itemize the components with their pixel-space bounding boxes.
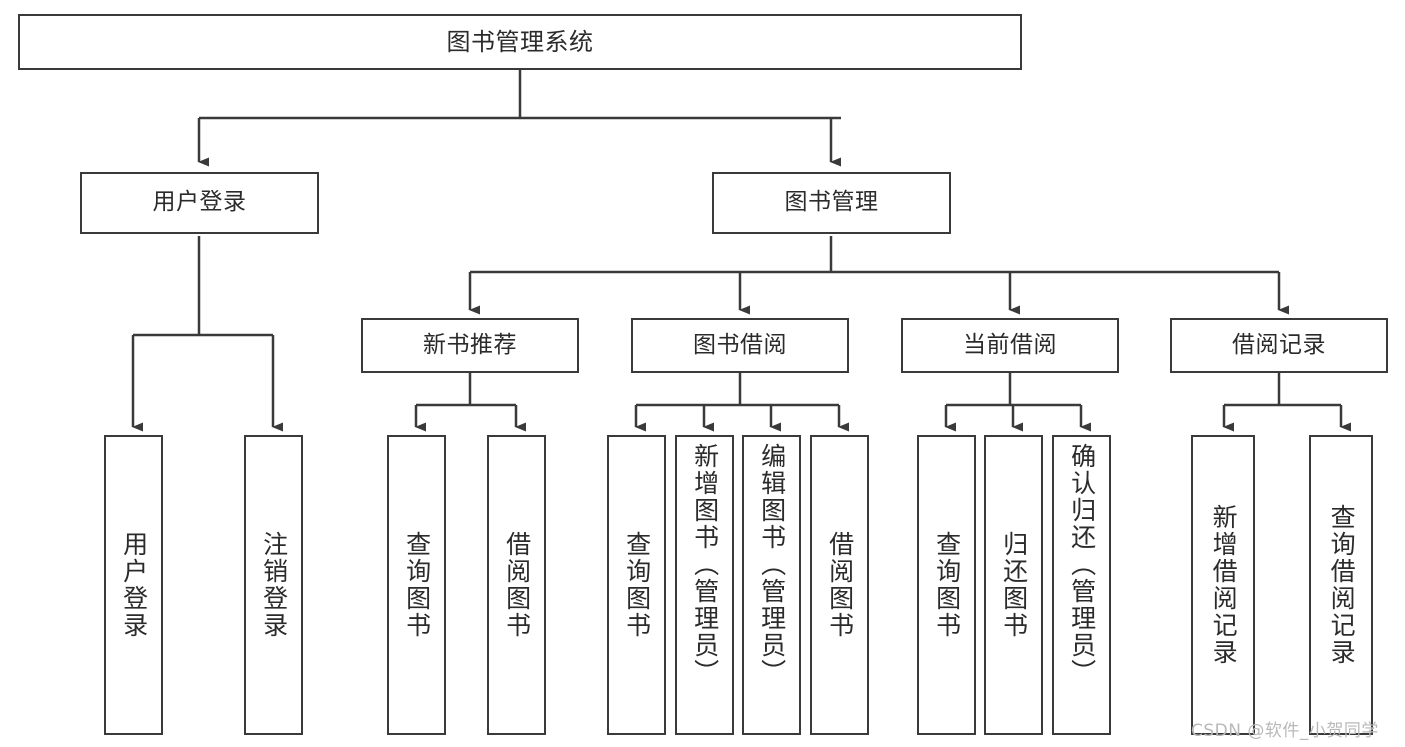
- leaf-return-book[interactable]: 归还图书: [984, 435, 1043, 735]
- leaf-edit-book-admin[interactable]: 编辑图书（管理员）: [742, 435, 801, 735]
- leaf-add-book-admin-label: 新增图书（管理员）: [690, 443, 720, 686]
- node-root-label: 图书管理系统: [446, 27, 594, 56]
- node-new-book-recommend[interactable]: 新书推荐: [361, 318, 579, 373]
- node-user-login-label: 用户登录: [152, 189, 247, 216]
- leaf-confirm-return-admin[interactable]: 确认归还（管理员）: [1052, 435, 1111, 735]
- leaf-query-book-current-label: 查询图书: [932, 531, 962, 639]
- node-borrow-record[interactable]: 借阅记录: [1170, 318, 1388, 373]
- leaf-query-book-borrow-label: 查询图书: [622, 531, 652, 639]
- leaf-borrow-book-recommend[interactable]: 借阅图书: [487, 435, 546, 735]
- leaf-add-borrow-record[interactable]: 新增借阅记录: [1191, 435, 1255, 735]
- leaf-query-borrow-record-label: 查询借阅记录: [1327, 504, 1357, 666]
- leaf-add-book-admin[interactable]: 新增图书（管理员）: [675, 435, 734, 735]
- node-book-management[interactable]: 图书管理: [712, 172, 951, 234]
- leaf-query-book-recommend[interactable]: 查询图书: [387, 435, 446, 735]
- watermark: CSDN @软件_小贺同学: [1191, 721, 1379, 741]
- leaf-add-borrow-record-label: 新增借阅记录: [1209, 504, 1239, 666]
- leaf-edit-book-admin-label: 编辑图书（管理员）: [757, 443, 787, 686]
- leaf-query-book-current[interactable]: 查询图书: [917, 435, 976, 735]
- node-current-borrow-label: 当前借阅: [963, 331, 1057, 358]
- leaf-user-login-label: 用户登录: [119, 531, 149, 639]
- node-new-book-recommend-label: 新书推荐: [423, 331, 517, 358]
- leaf-query-book-borrow[interactable]: 查询图书: [607, 435, 666, 735]
- node-book-borrow-label: 图书借阅: [693, 331, 787, 358]
- leaf-query-borrow-record[interactable]: 查询借阅记录: [1309, 435, 1373, 735]
- node-user-login[interactable]: 用户登录: [80, 172, 319, 234]
- leaf-borrow-book-recommend-label: 借阅图书: [502, 531, 532, 639]
- node-current-borrow[interactable]: 当前借阅: [901, 318, 1119, 373]
- node-book-borrow[interactable]: 图书借阅: [631, 318, 849, 373]
- leaf-logout-login-label: 注销登录: [259, 531, 289, 639]
- node-root[interactable]: 图书管理系统: [18, 14, 1022, 70]
- leaf-borrow-book-label: 借阅图书: [825, 531, 855, 639]
- leaf-logout-login[interactable]: 注销登录: [244, 435, 303, 735]
- leaf-query-book-recommend-label: 查询图书: [402, 531, 432, 639]
- leaf-confirm-return-admin-label: 确认归还（管理员）: [1067, 443, 1097, 686]
- leaf-return-book-label: 归还图书: [999, 531, 1029, 639]
- leaf-borrow-book[interactable]: 借阅图书: [810, 435, 869, 735]
- leaf-user-login[interactable]: 用户登录: [104, 435, 163, 735]
- node-borrow-record-label: 借阅记录: [1232, 331, 1326, 358]
- node-book-management-label: 图书管理: [784, 189, 879, 216]
